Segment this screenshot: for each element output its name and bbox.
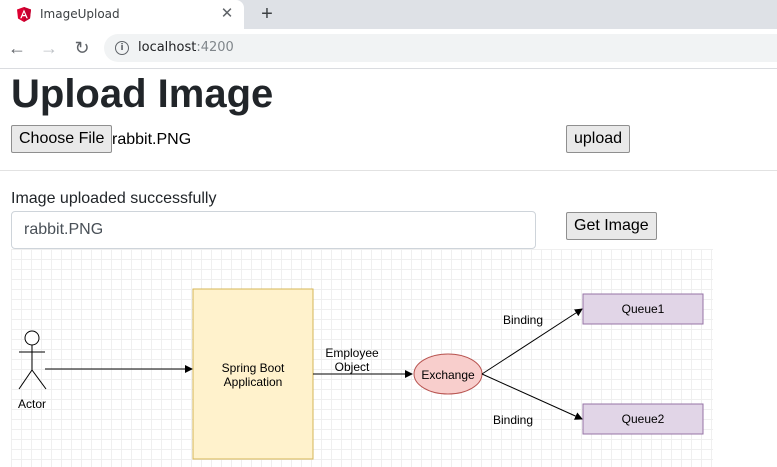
back-icon[interactable]: ← [8,38,26,58]
url-host: localhost [138,40,197,55]
spring-boot-app-box [192,288,314,460]
upload-status-message: Image uploaded successfully [11,190,217,207]
queue1-label: Queue1 [622,302,665,316]
info-icon[interactable]: i [115,41,129,55]
architecture-diagram: Actor Spring Boot Application Employee O… [18,288,704,460]
new-tab-icon[interactable]: + [261,3,273,25]
reload-icon[interactable]: ↻ [74,38,90,58]
binding-label-top: Binding [503,313,543,327]
exchange-label: Exchange [421,368,475,382]
image-name-input[interactable] [11,211,536,249]
browser-tab-strip: ImageUpload ✕ + [0,0,777,29]
address-bar[interactable]: i localhost:4200 [104,34,777,62]
angular-icon [17,7,31,22]
app-label-line2: Application [224,375,283,389]
exchange-to-queue2-arrow [481,373,583,420]
app-label-line1: Spring Boot [222,361,285,375]
section-divider [0,170,777,171]
browser-tab[interactable]: ImageUpload ✕ [0,0,244,29]
tab-title: ImageUpload [40,7,120,21]
edge-label-line2: Object [335,360,370,374]
get-image-button[interactable]: Get Image [566,212,657,240]
exchange-to-queue1-arrow [481,308,583,375]
url-text: localhost:4200 [138,40,234,55]
queue2-box [582,403,704,435]
close-tab-icon[interactable]: ✕ [220,5,234,22]
choose-file-button[interactable]: Choose File [11,125,113,153]
queue1-box [582,293,704,325]
browser-toolbar: ← → ↻ i localhost:4200 [0,29,777,69]
uploaded-image: Actor Spring Boot Application Employee O… [11,249,713,467]
selected-file-name: rabbit.PNG [112,131,192,148]
forward-icon[interactable]: → [40,38,58,58]
binding-label-bottom: Binding [493,413,533,427]
actor-figure [18,330,47,390]
upload-button[interactable]: upload [566,125,631,153]
queue2-label: Queue2 [622,412,665,426]
actor-label: Actor [18,397,46,411]
edge-label-line1: Employee [325,346,379,360]
page-title: Upload Image [11,72,274,116]
url-port: :4200 [196,40,234,55]
